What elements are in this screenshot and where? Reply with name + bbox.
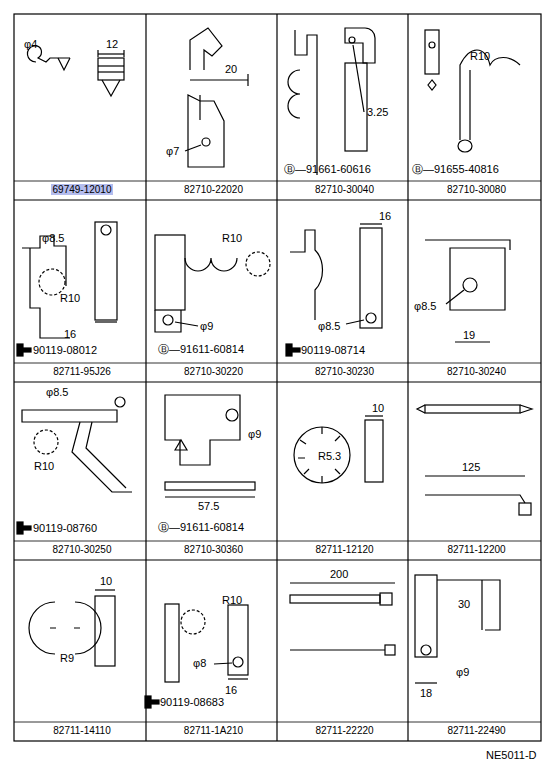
clip-drawings [22,28,532,683]
dimension: φ8.5 [318,320,340,332]
dimension: R10 [222,594,242,606]
bolt-icons [17,344,300,708]
dimension: φ9 [200,320,213,332]
part-cell: 200 82711-22220 [277,560,408,741]
part-number: 82710-22020 [148,184,279,196]
dimension: φ7 [166,145,179,157]
part-number: 82711-12200 [410,544,543,556]
dimension: R10 [222,232,242,244]
dimension: 10 [100,575,112,587]
dimension: 200 [330,568,348,580]
dimension: 125 [462,461,480,473]
dimension: 16 [64,328,76,340]
part-cell: φ8.5R10 90119-08760 82710-30250 [14,382,146,560]
fastener-number: Ⓑ—91655-40816 [412,163,499,175]
part-number: 82711-22220 [279,725,410,737]
dimension: R10 [34,460,54,472]
part-number: 82710-30080 [410,184,543,196]
dimension: 16 [225,684,237,696]
fastener-number: Ⓑ—91611-60814 [158,521,244,533]
dimension: 3.25 [367,106,388,118]
part-number: 82711-14110 [16,725,148,737]
dimension: φ8.5 [414,300,436,312]
part-cell: 10R5.3 82711-12120 [277,382,408,560]
part-cell: 3.25Ⓑ—91661-60616 82710-30040 [277,14,408,200]
dimension: R10 [470,50,490,62]
dimension: 20 [225,63,237,75]
part-cell: 30 φ9 18 82711-22490 [408,560,541,741]
dimension: φ9 [248,428,261,440]
part-number: 82711-22490 [410,725,543,737]
part-cell: φ9 57.5Ⓑ—91611-60814 82710-30360 [146,382,277,560]
grid-lines [14,14,541,741]
part-number: 82711-12120 [279,544,410,556]
dimension: 30 [458,598,470,610]
part-cell: φ4 12 69749-12010 [14,14,146,200]
dimension: φ4 [24,38,37,50]
part-cell: R10 φ8 1690119-08683 82711-1A210 [146,560,277,741]
fastener-number: 90119-08714 [301,344,365,356]
part-cell: R10Ⓑ—91655-40816 82710-30080 [408,14,541,200]
part-cell: R10 φ9Ⓑ—91611-60814 82710-30220 [146,200,277,382]
part-number: 82710-30230 [279,366,410,378]
dimension: R10 [60,292,80,304]
fastener-number: 90119-08012 [33,344,97,356]
part-number: 82710-30250 [16,544,148,556]
fastener-number: 90119-08683 [160,696,224,708]
part-number: 82710-30040 [279,184,410,196]
part-number: 82711-95J26 [16,366,148,378]
dimension: R9 [60,652,74,664]
dimension: φ8.5 [46,386,68,398]
dimension: φ8.5 [42,232,64,244]
fastener-number: 90119-08760 [33,522,97,534]
part-cell: 16 φ8.5 90119-08714 82710-30230 [277,200,408,382]
part-number: 82710-30240 [410,366,543,378]
part-cell: φ8.5R10 16 90119-08012 82711-95J26 [14,200,146,382]
part-number: 82710-30220 [148,366,279,378]
dimension: R5.3 [318,450,341,462]
part-number: 69749-12010 [16,184,148,196]
drawing-code: NE5011-D [486,749,537,761]
fastener-number: Ⓑ—91611-60814 [158,343,244,355]
dimension: 16 [379,210,391,222]
part-cell: 10R9 82711-14110 [14,560,146,741]
part-number: 82711-1A210 [148,725,279,737]
dimension: 19 [463,329,475,341]
dimension: 10 [372,402,384,414]
dimension: 57.5 [198,500,219,512]
part-number: 82710-30360 [148,544,279,556]
dimension: 12 [106,38,118,50]
dimension: φ8 [193,657,206,669]
fastener-number: Ⓑ—91661-60616 [284,163,371,175]
dimension: 18 [420,687,432,699]
part-cell: φ8.5 19 82710-30240 [408,200,541,382]
part-cell: 20 φ7 82710-22020 [146,14,277,200]
dimension: φ9 [456,666,469,678]
part-cell: 125 82711-12200 [408,382,541,560]
